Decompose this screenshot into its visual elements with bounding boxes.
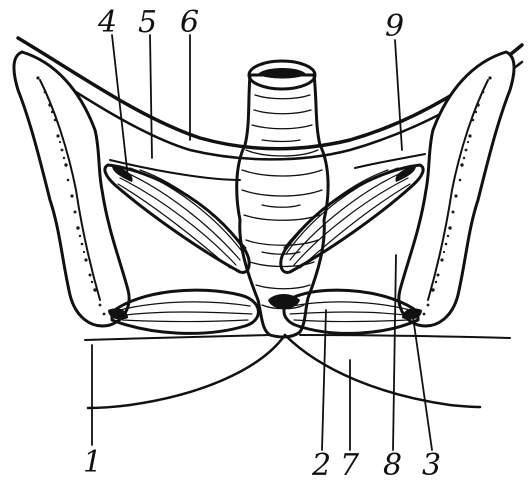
label-7: 7 (340, 448, 360, 483)
left-pelvic-bone (14, 52, 129, 326)
perineal-lines (85, 335, 510, 408)
label-1: 1 (83, 445, 102, 480)
right-pelvic-bone (399, 52, 514, 326)
left-levator-muscle (105, 165, 249, 272)
rectum (237, 61, 328, 337)
label-9: 9 (385, 9, 404, 44)
label-3: 3 (422, 448, 441, 483)
label-2: 2 (311, 448, 331, 483)
label-8: 8 (383, 448, 402, 483)
label-4: 4 (97, 5, 117, 40)
label-5: 5 (138, 5, 157, 40)
label-6: 6 (180, 5, 199, 40)
